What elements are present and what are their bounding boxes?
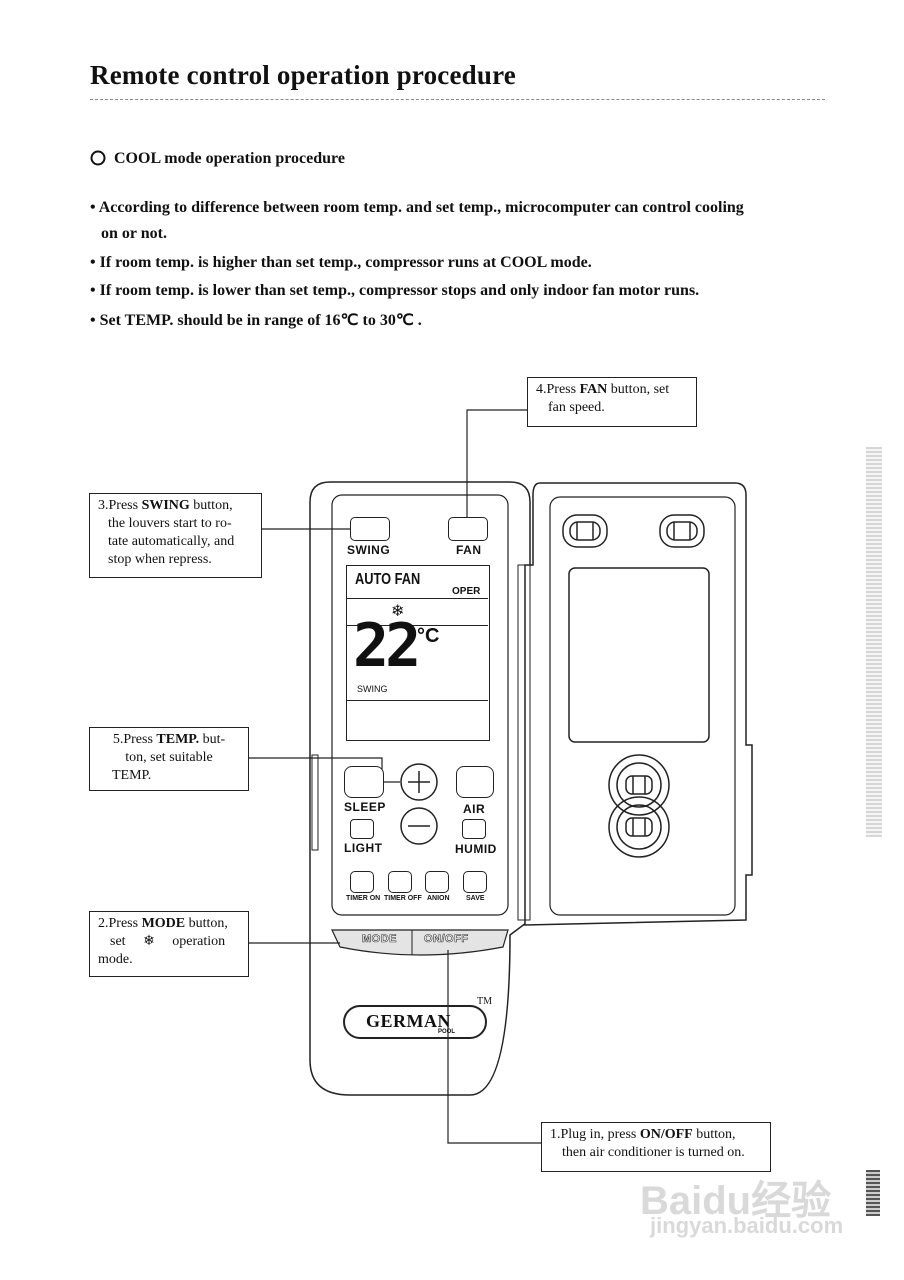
- callout-step-1: 1.Plug in, press ON/OFF button, then air…: [541, 1122, 771, 1172]
- bullet-3: • If room temp. is lower than set temp.,…: [90, 282, 700, 299]
- brand-logo: [343, 1005, 487, 1039]
- anion-button[interactable]: [425, 871, 449, 893]
- timer-on-button[interactable]: [350, 871, 374, 893]
- section-heading: COOL mode operation procedure: [90, 150, 345, 168]
- humid-label: HUMID: [455, 842, 497, 856]
- timer-off-button[interactable]: [388, 871, 412, 893]
- remote-cover: [524, 482, 753, 926]
- title-divider: [90, 99, 825, 100]
- callout-step-4: 4.Press FAN button, set fan speed.: [527, 377, 697, 427]
- fan-button[interactable]: [448, 517, 488, 541]
- timer-off-label: TIMER OFF: [384, 895, 422, 902]
- save-label: SAVE: [466, 895, 485, 902]
- snowflake-icon: ❄: [143, 934, 155, 949]
- lcd-swing: SWING: [357, 684, 388, 694]
- bullet-2: • If room temp. is higher than set temp.…: [90, 254, 592, 271]
- sleep-label: SLEEP: [344, 800, 386, 814]
- save-button[interactable]: [463, 871, 487, 893]
- brand-sub: POOL: [438, 1029, 456, 1035]
- page-title: Remote control operation procedure: [90, 60, 516, 90]
- scan-edge-artifact: [866, 447, 882, 837]
- lcd-auto-fan: AUTO FAN: [355, 571, 421, 588]
- light-button[interactable]: [350, 819, 374, 839]
- air-label: AIR: [463, 802, 486, 816]
- onoff-button[interactable]: ON/OFF: [424, 933, 469, 946]
- light-label: LIGHT: [344, 841, 383, 855]
- temp-down-button[interactable]: [400, 808, 440, 846]
- temp-up-button[interactable]: [400, 764, 440, 802]
- watermark-logo: Baidu经验: [640, 1179, 832, 1223]
- mode-button[interactable]: MODE: [362, 933, 397, 946]
- bullet-1-cont: on or not.: [101, 225, 167, 242]
- swing-label: SWING: [347, 543, 391, 557]
- brand-name: GERMAN: [366, 1011, 451, 1031]
- bullet-4: • Set TEMP. should be in range of 16℃ to…: [90, 312, 422, 329]
- callout-step-3: 3.Press SWING button, the louvers start …: [89, 493, 262, 578]
- cover-knob-right: [659, 514, 705, 548]
- watermark-url: jingyan.baidu.com: [650, 1213, 844, 1238]
- callout-step-2: 2.Press MODE button, set ❄ operation mod…: [89, 911, 249, 977]
- cover-dial: [608, 754, 670, 858]
- air-button[interactable]: [456, 766, 494, 798]
- timer-on-label: TIMER ON: [346, 895, 381, 902]
- callout-step-5: 5.Press TEMP. but- ton, set suitable TEM…: [89, 727, 249, 791]
- anion-label: ANION: [427, 895, 450, 902]
- trademark: TM: [477, 996, 492, 1007]
- bullet-1: • According to difference between room t…: [90, 199, 744, 216]
- humid-button[interactable]: [462, 819, 486, 839]
- lcd-unit: °C: [417, 625, 440, 647]
- cover-knob-left: [562, 514, 608, 548]
- section-heading-text: COOL mode operation procedure: [114, 150, 345, 167]
- scan-edge-artifact-bottom: [866, 1170, 880, 1216]
- swing-button[interactable]: [350, 517, 390, 541]
- snowflake-icon: ❄: [391, 603, 405, 620]
- lcd-display: [346, 565, 490, 741]
- sleep-button[interactable]: [344, 766, 384, 798]
- lcd-temperature: 22: [353, 611, 421, 681]
- circle-bullet-icon: [90, 150, 106, 166]
- lcd-oper: OPER: [452, 586, 481, 597]
- fan-label: FAN: [456, 543, 482, 557]
